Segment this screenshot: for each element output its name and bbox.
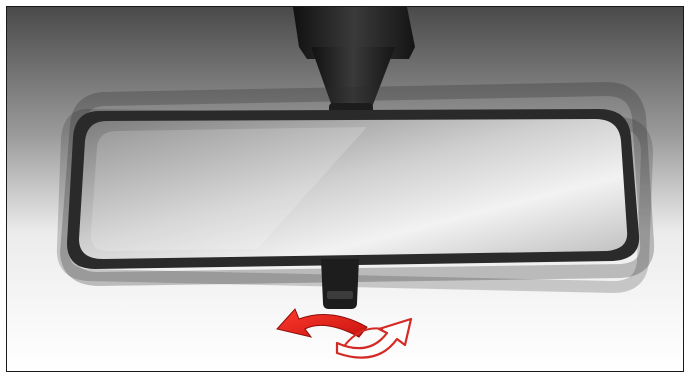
mirror-illustration: [7, 7, 683, 371]
rearview-mirror: [67, 109, 639, 269]
figure-frame: [6, 6, 684, 372]
mirror-tab: [321, 259, 359, 309]
